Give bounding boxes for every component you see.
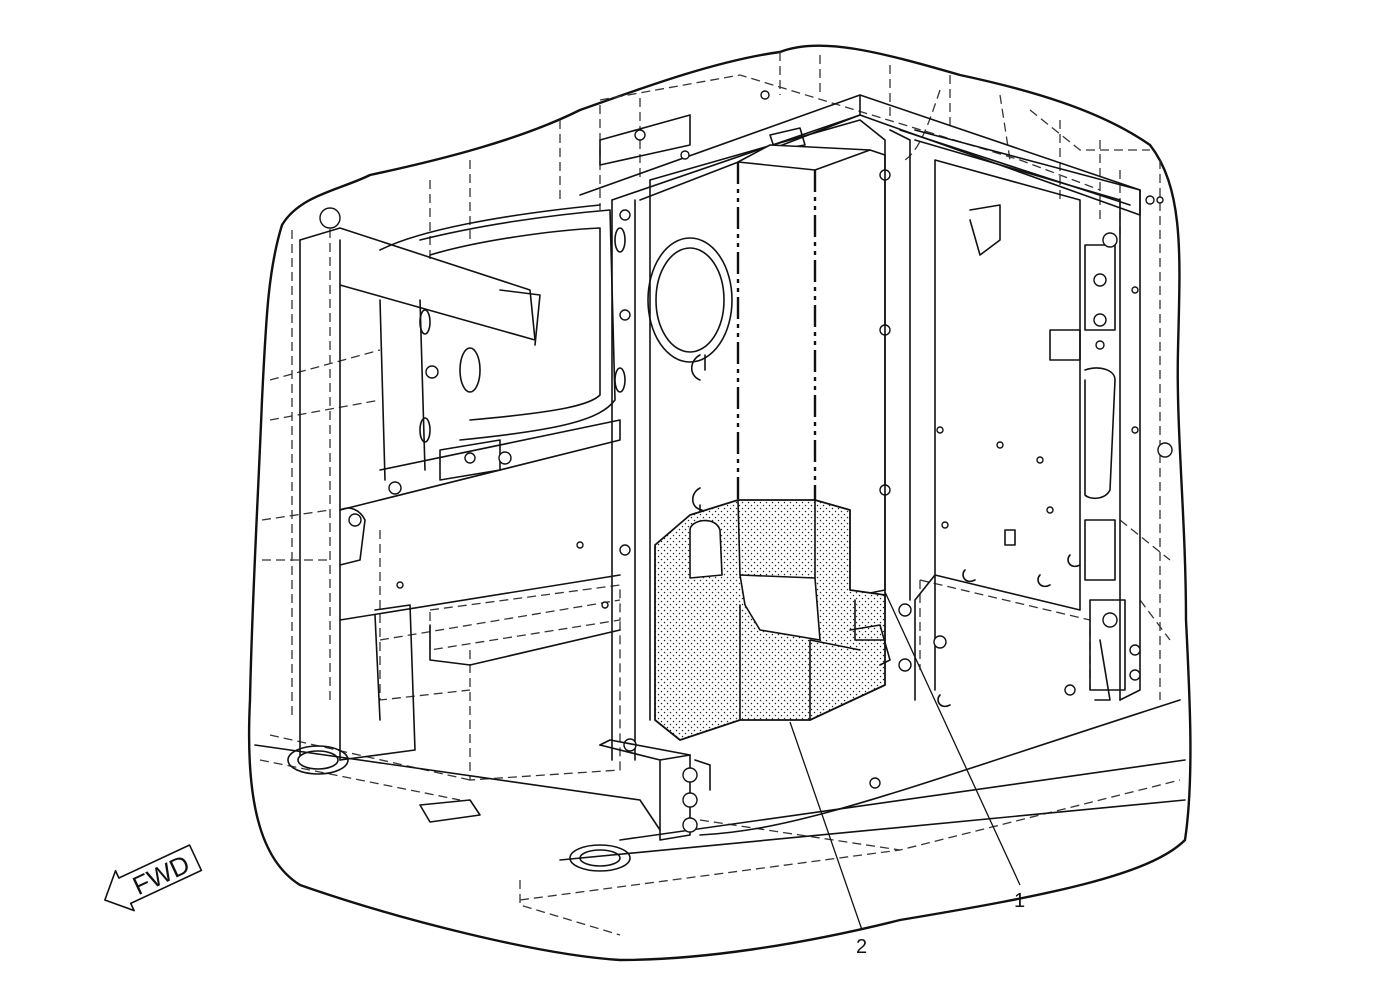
insulation-pad: [654, 499, 891, 741]
left-side-frame: [299, 204, 621, 761]
front-corner-post: [599, 739, 711, 841]
fwd-label: FWD: [128, 849, 194, 901]
callout-2-label: 2: [856, 936, 867, 958]
right-side-frame: [898, 129, 1173, 708]
center-back-wall: [611, 114, 911, 761]
floor-plate: [254, 699, 1186, 872]
fwd-arrow-icon: [104, 844, 203, 912]
forward-direction-arrow: FWD: [104, 844, 203, 912]
callout-1-leader: [884, 591, 1021, 886]
callout-2-leader: [789, 721, 863, 931]
breakaway-outline: [247, 44, 1192, 962]
callout-1-label: 1: [1014, 890, 1025, 912]
